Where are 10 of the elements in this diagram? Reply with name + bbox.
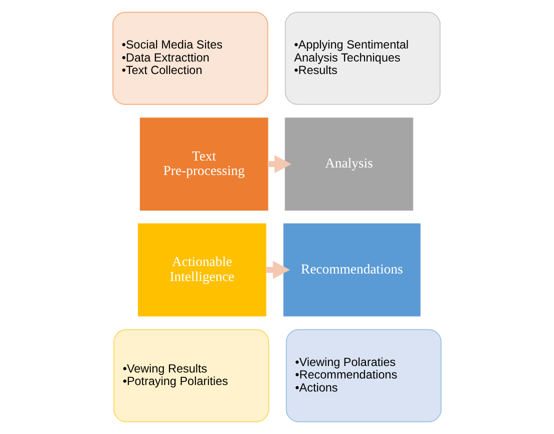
node-box: •Social Media Sites •Data Extracttion •Text Collection (112, 12, 268, 105)
arrow (266, 260, 290, 279)
node-box: Text Pre-processing (140, 118, 268, 211)
node-box: Analysis (284, 118, 414, 211)
arrow (268, 155, 292, 174)
node-box: Actionable Intelligence (138, 223, 266, 316)
node-box: •Vewing Results •Potraying Polarities (113, 329, 270, 422)
node-box: •Viewing Polaraties •Recommendations •Actions (286, 329, 442, 422)
node-box: •Applying Sentimental Analysis Techniques •Results (284, 12, 441, 105)
node-box: Recommendations (283, 223, 420, 316)
